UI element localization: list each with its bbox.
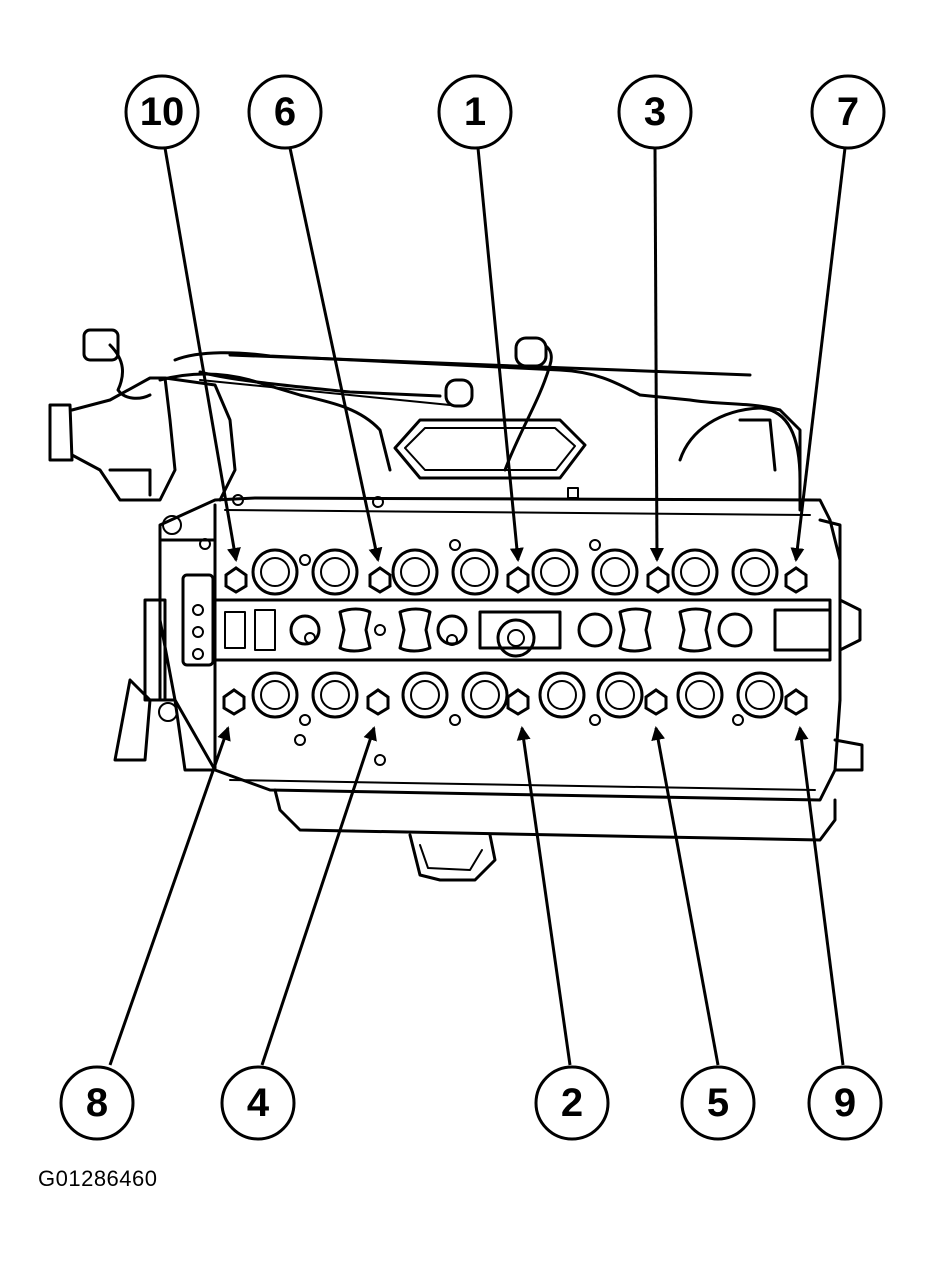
callout-4: 4 [220, 1065, 296, 1141]
callout-label: 4 [247, 1081, 270, 1125]
leader-line-2 [516, 726, 572, 1066]
callout-label: 3 [644, 90, 666, 134]
figure-id: G01286460 [38, 1166, 158, 1191]
callout-8: 8 [59, 1065, 135, 1141]
callout-9: 9 [807, 1065, 883, 1141]
leader-lines [108, 147, 847, 1066]
leader-line-7 [790, 147, 847, 562]
callouts-bottom: 8 4 2 5 9 [59, 1065, 883, 1141]
head-bolts [222, 566, 808, 716]
callout-label: 5 [707, 1081, 729, 1125]
valve-pockets-lower [251, 671, 784, 719]
callout-label: 10 [140, 90, 185, 134]
callout-3: 3 [617, 74, 693, 150]
leader-line-3 [649, 147, 664, 562]
callout-1: 1 [437, 74, 513, 150]
callout-2: 2 [534, 1065, 610, 1141]
callouts-top: 10 6 1 3 7 [124, 74, 886, 150]
callout-label: 7 [837, 90, 859, 134]
callout-6: 6 [247, 74, 323, 150]
leader-line-8 [108, 726, 231, 1066]
callout-label: 1 [464, 90, 486, 134]
callout-label: 2 [561, 1081, 583, 1125]
leader-line-10 [163, 147, 241, 562]
callout-5: 5 [680, 1065, 756, 1141]
leader-line-4 [260, 726, 377, 1066]
callout-10: 10 [124, 74, 200, 150]
leader-line-6 [288, 147, 383, 562]
leader-line-5 [651, 726, 720, 1066]
callout-7: 7 [810, 74, 886, 150]
callout-label: 6 [274, 90, 296, 134]
callout-label: 8 [86, 1081, 108, 1125]
callout-label: 9 [834, 1081, 856, 1125]
leader-line-1 [476, 147, 524, 562]
engine-cylinder-head-drawing [48, 328, 864, 882]
leader-line-9 [794, 726, 845, 1066]
valve-pockets-upper [251, 548, 779, 596]
